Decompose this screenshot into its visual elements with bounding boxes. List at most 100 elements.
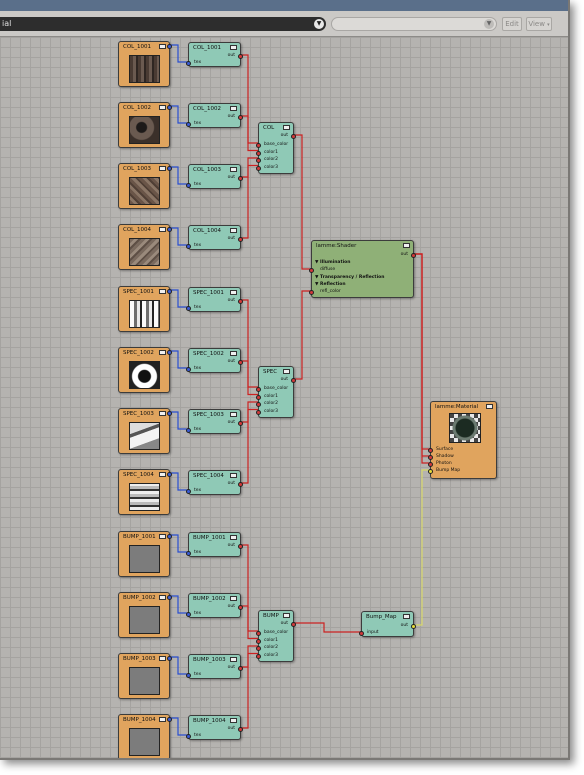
node-menu-button[interactable]: [283, 125, 290, 130]
tex-port[interactable]: [186, 306, 191, 311]
node-menu-button[interactable]: [159, 350, 166, 355]
tex-port[interactable]: [186, 612, 191, 617]
illumination-section[interactable]: ▼ Illumination: [315, 260, 351, 265]
output-port[interactable]: [167, 105, 172, 110]
out-port[interactable]: [238, 360, 243, 365]
file-node[interactable]: SPEC_1004: [118, 469, 172, 515]
out-port[interactable]: [291, 622, 296, 627]
base_color-port[interactable]: [256, 631, 261, 636]
tex-port[interactable]: [186, 122, 191, 127]
node-menu-button[interactable]: [159, 44, 166, 49]
refl-color-port[interactable]: [309, 290, 314, 295]
color2-port[interactable]: [256, 402, 261, 407]
node-menu-button[interactable]: [230, 718, 237, 723]
chevron-down-icon[interactable]: ▼: [484, 19, 494, 29]
output-port[interactable]: [167, 656, 172, 661]
color2-port[interactable]: [256, 158, 261, 163]
chevron-down-icon[interactable]: ▼: [314, 19, 324, 29]
input-port[interactable]: [359, 631, 364, 636]
node-menu-button[interactable]: [230, 351, 237, 356]
node-menu-button[interactable]: [159, 227, 166, 232]
file-node[interactable]: BUMP_1002: [118, 592, 172, 638]
color1-port[interactable]: [256, 150, 261, 156]
file-node[interactable]: BUMP_1004: [118, 714, 172, 758]
out-port[interactable]: [238, 115, 243, 120]
out-port[interactable]: [291, 378, 296, 383]
file-node[interactable]: COL_1004: [118, 224, 172, 270]
node-menu-button[interactable]: [230, 45, 237, 50]
color3-port[interactable]: [256, 165, 261, 171]
edit-button[interactable]: Edit: [502, 17, 522, 31]
node-menu-button[interactable]: [486, 404, 493, 409]
node-menu-button[interactable]: [159, 656, 166, 661]
out-port[interactable]: [238, 544, 243, 549]
node-menu-button[interactable]: [230, 106, 237, 111]
output-port[interactable]: [167, 166, 172, 171]
out-port[interactable]: [291, 134, 296, 139]
material-port[interactable]: [428, 455, 433, 460]
output-port[interactable]: [167, 350, 172, 355]
out-port[interactable]: [411, 253, 416, 258]
output-port[interactable]: [167, 289, 172, 294]
material-selector-dropdown[interactable]: ial ▼: [0, 17, 326, 31]
base_color-port[interactable]: [256, 143, 261, 148]
node-menu-button[interactable]: [230, 412, 237, 417]
out-port[interactable]: [238, 666, 243, 671]
tex-port[interactable]: [186, 244, 191, 249]
file-node[interactable]: SPEC_1001: [118, 286, 172, 332]
tex-port[interactable]: [186, 61, 191, 66]
node-menu-button[interactable]: [230, 167, 237, 172]
out-port[interactable]: [238, 176, 243, 181]
color3-port[interactable]: [256, 409, 261, 415]
base_color-port[interactable]: [256, 387, 261, 392]
node-menu-button[interactable]: [230, 473, 237, 478]
tex-port[interactable]: [186, 183, 191, 188]
output-port[interactable]: [167, 595, 172, 600]
color2-port[interactable]: [256, 646, 261, 651]
node-menu-button[interactable]: [403, 614, 410, 619]
file-node[interactable]: COL_1001: [118, 41, 172, 87]
output-port[interactable]: [167, 411, 172, 416]
node-menu-button[interactable]: [230, 228, 237, 233]
material-port[interactable]: [428, 448, 433, 453]
out-port[interactable]: [238, 54, 243, 59]
node-menu-button[interactable]: [230, 657, 237, 662]
node-menu-button[interactable]: [159, 595, 166, 600]
transparency-section[interactable]: ▼ Transparency / Reflection: [315, 275, 385, 280]
material-port[interactable]: [428, 469, 433, 474]
output-port[interactable]: [167, 227, 172, 232]
tex-port[interactable]: [186, 428, 191, 433]
material-port[interactable]: [428, 462, 433, 467]
out-port[interactable]: [238, 237, 243, 242]
tex-port[interactable]: [186, 367, 191, 372]
out-port[interactable]: [238, 727, 243, 732]
node-menu-button[interactable]: [159, 105, 166, 110]
tex-port[interactable]: [186, 673, 191, 678]
tex-port[interactable]: [186, 551, 191, 556]
node-menu-button[interactable]: [283, 613, 290, 618]
color3-port[interactable]: [256, 653, 261, 659]
output-port[interactable]: [167, 472, 172, 477]
out-port[interactable]: [238, 482, 243, 487]
out-port[interactable]: [238, 421, 243, 426]
node-menu-button[interactable]: [230, 535, 237, 540]
color1-port[interactable]: [256, 638, 261, 644]
reflection-section[interactable]: ▼ Reflection: [315, 282, 346, 287]
view-button[interactable]: View ▾: [526, 17, 552, 31]
node-menu-button[interactable]: [159, 411, 166, 416]
out-port[interactable]: [238, 299, 243, 304]
